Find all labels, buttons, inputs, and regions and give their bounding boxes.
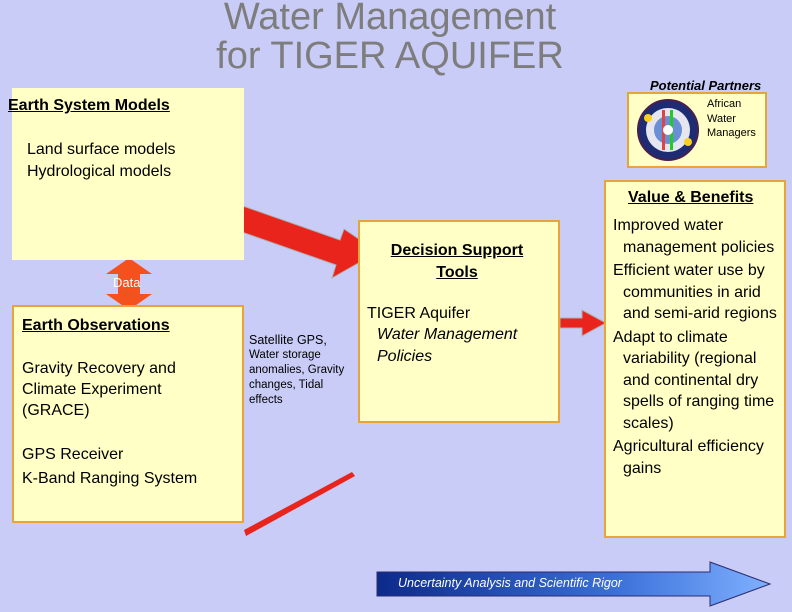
- title-line-1: Water Management: [223, 0, 557, 38]
- satellite-data-text: Satellite GPS, Water storage anomalies, …: [249, 333, 344, 408]
- decision-support-heading: Decision Support Tools: [372, 240, 542, 284]
- value-benefits-box: [604, 180, 786, 538]
- observations-to-decision-line: [244, 472, 355, 536]
- african-water-managers-logo: [634, 98, 702, 162]
- satellite-line-4: changes, Tidal: [249, 379, 324, 391]
- partners-line-1: African: [707, 98, 742, 110]
- water-management-label: Water Management: [377, 326, 518, 343]
- hydrological-models-label: Hydrological models: [27, 163, 172, 180]
- partners-line-2: Water: [707, 112, 736, 125]
- gps-receiver-label: GPS Receiver: [22, 446, 124, 463]
- policies-label: Policies: [377, 348, 433, 365]
- value-benefits-list: Improved water management policies Effic…: [613, 215, 787, 481]
- data-arrow: [106, 258, 152, 310]
- earth-observations-box: [12, 305, 244, 523]
- models-to-decision-arrow: [235, 204, 379, 280]
- grace-line-2: Climate Experiment: [22, 381, 162, 398]
- value-item-2: Efficient water use by communities in ar…: [613, 262, 777, 322]
- satellite-line-1: Satellite GPS,: [249, 333, 327, 347]
- uncertainty-banner-arrow: [376, 561, 772, 607]
- decision-support-box: [358, 220, 560, 423]
- satellite-line-5: effects: [249, 394, 283, 406]
- grace-line-3: (GRACE): [22, 402, 90, 419]
- uncertainty-banner-label: Uncertainty Analysis and Scientific Rigo…: [398, 576, 622, 590]
- tiger-aquifer-label: TIGER Aquifer: [367, 305, 471, 322]
- satellite-line-2: Water storage: [249, 349, 321, 361]
- page-title: Water Management for TIGER AQUIFER: [170, 0, 610, 76]
- land-surface-models-label: Land surface models: [27, 141, 176, 158]
- potential-partners-heading: Potential Partners: [650, 78, 762, 93]
- value-item-1: Improved water management policies: [613, 217, 775, 256]
- value-item-4: Agricultural efficiency gains: [613, 438, 764, 477]
- data-label: Data: [113, 275, 141, 290]
- earth-observations-heading: Earth Observations: [22, 317, 170, 334]
- value-benefits-heading: Value & Benefits: [628, 189, 754, 206]
- partners-text: African Water Managers: [707, 97, 756, 141]
- partners-line-3: Managers: [707, 127, 756, 139]
- title-line-2: for TIGER AQUIFER: [216, 35, 564, 77]
- decision-to-value-arrow: [559, 309, 608, 337]
- decision-support-heading-line-1: Decision Support: [390, 242, 524, 259]
- decision-support-heading-line-2: Tools: [436, 264, 478, 281]
- k-band-label: K-Band Ranging System: [22, 470, 198, 487]
- earth-system-models-heading: Earth System Models: [8, 97, 170, 114]
- value-item-3: Adapt to climate variability (regional a…: [613, 328, 775, 432]
- satellite-line-3: anomalies, Gravity: [249, 364, 345, 376]
- grace-line-1: Gravity Recovery and: [22, 360, 176, 377]
- earth-system-models-box: [12, 88, 244, 260]
